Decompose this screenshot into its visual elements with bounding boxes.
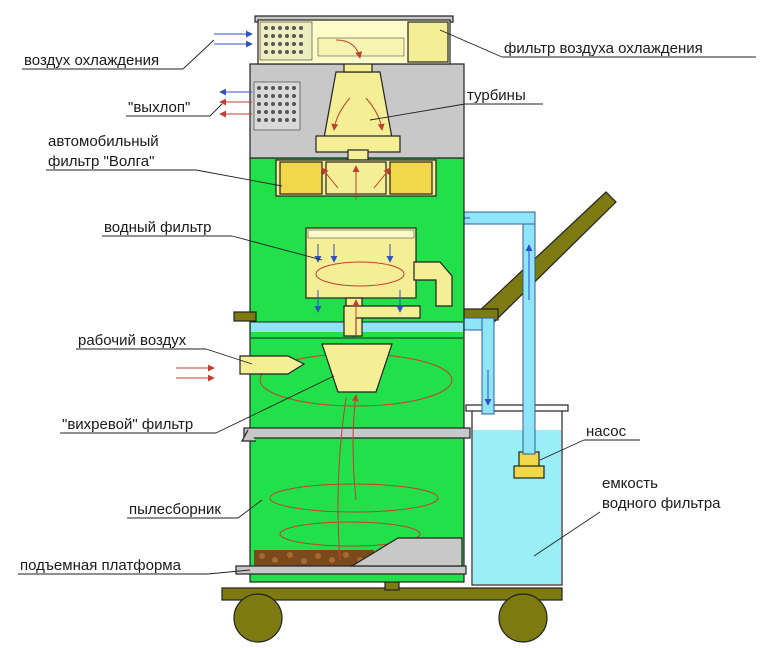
cooling-filter-element xyxy=(407,21,449,63)
water-filter-top xyxy=(307,229,415,239)
tank-rim xyxy=(465,404,569,412)
dust-swirl-lower xyxy=(279,521,421,547)
vortex-filter xyxy=(239,343,453,407)
pump-base xyxy=(513,465,545,479)
water-filter-box xyxy=(305,227,417,299)
cooling-filter-section xyxy=(254,15,454,65)
exhaust-grille-holes xyxy=(257,86,296,122)
platform-ramp xyxy=(349,537,463,567)
label-tank-line1: емкость xyxy=(602,475,658,492)
pipe-return-vertical xyxy=(481,317,495,415)
dust-particles xyxy=(259,552,363,564)
water-tank xyxy=(465,404,569,586)
label-dust-collector: пылесборник xyxy=(129,501,221,518)
label-tank-line2: водного фильтра xyxy=(602,495,721,512)
intake-grille-holes xyxy=(264,26,303,54)
label-auto-filter-line1: автомобильный xyxy=(48,133,159,150)
clamp-lever xyxy=(240,429,256,442)
label-water-filter: водный фильтр xyxy=(104,219,212,236)
label-auto-filter-line2: фильтр "Волга" xyxy=(48,153,154,170)
auto-filter-block-1 xyxy=(279,161,323,195)
auto-filter-block-3 xyxy=(389,161,433,195)
working-air-inlet xyxy=(239,355,306,375)
leader-lines xyxy=(18,29,756,575)
labels: воздух охлаждения "выхлоп" автомобильный… xyxy=(20,40,721,574)
dust-collector xyxy=(235,483,467,575)
label-cooling-air-filter: фильтр воздуха охлаждения xyxy=(504,40,703,57)
label-cooling-air: воздух охлаждения xyxy=(24,52,159,69)
label-exhaust: "выхлоп" xyxy=(128,99,190,116)
motor-section xyxy=(249,57,465,161)
label-pump: насос xyxy=(586,423,627,440)
label-working-air: рабочий воздух xyxy=(78,332,187,349)
side-peg xyxy=(233,311,257,322)
label-vortex-filter: "вихревой" фильтр xyxy=(62,416,193,433)
label-turbines: турбины xyxy=(467,87,526,104)
tank-water xyxy=(473,430,561,584)
label-lifting-platform: подъемная платформа xyxy=(20,557,182,574)
turbine-neck xyxy=(347,149,369,161)
wheel-right xyxy=(498,593,548,643)
water-filter-return xyxy=(413,261,453,307)
platform-plate xyxy=(235,565,467,575)
external-arrows xyxy=(176,30,253,382)
exhaust-grille xyxy=(253,81,301,131)
cooling-filter-channel xyxy=(317,37,405,57)
body-clamp xyxy=(243,427,471,439)
water-filter-swirl xyxy=(315,261,405,287)
wheel-left xyxy=(233,593,283,643)
airflow-arrows xyxy=(314,39,404,561)
dust-swirl-upper xyxy=(269,483,439,513)
vortex-cone xyxy=(321,343,393,393)
